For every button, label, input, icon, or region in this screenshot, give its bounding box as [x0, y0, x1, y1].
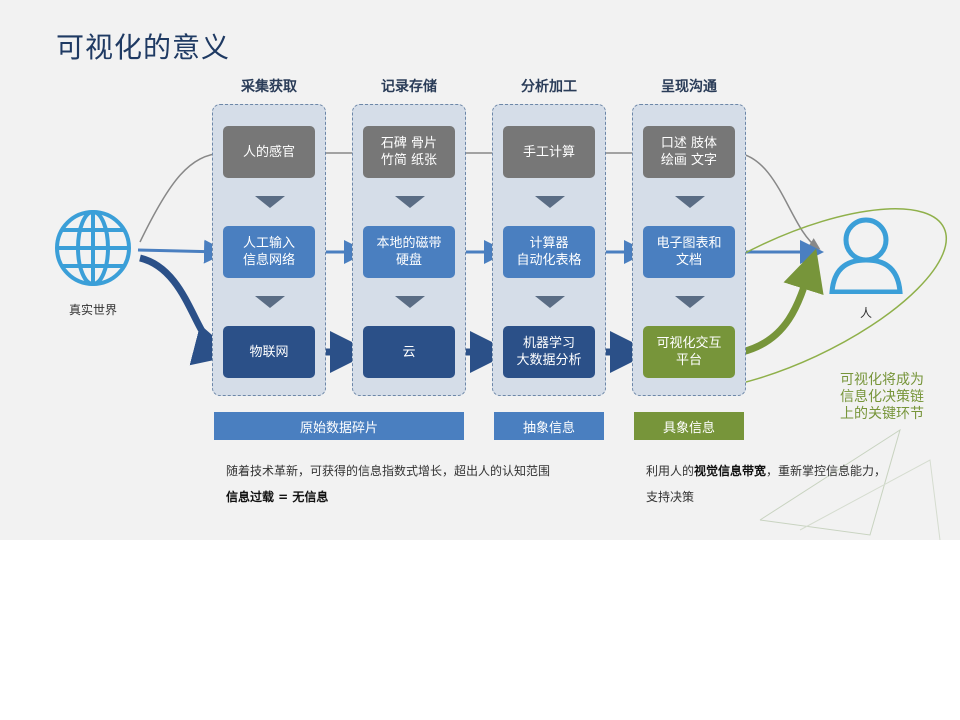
slide: 可视化的意义 — [0, 0, 960, 540]
person-label: 人 — [859, 306, 872, 320]
page-title: 可视化的意义 — [56, 31, 231, 64]
real-world-label: 真实世界 — [68, 303, 117, 317]
box-human-senses: 人的感官 — [223, 126, 315, 178]
box-oral-writing: 口述 肢体 绘画 文字 — [643, 126, 735, 178]
note-right-prefix: 利用人的 — [646, 464, 695, 478]
column-header-collect: 采集获取 — [241, 79, 297, 95]
column-header-analyze: 分析加工 — [521, 79, 577, 95]
box-local-tape: 本地的磁带 硬盘 — [363, 226, 455, 278]
note-left-line2: 信息过载 = 无信息 — [226, 490, 329, 504]
decorative-lines — [759, 428, 941, 540]
person-icon — [829, 217, 903, 294]
note-right-line2: 支持决策 — [646, 490, 695, 504]
note-right-bold: 视觉信息带宽 — [694, 464, 767, 478]
box-cloud: 云 — [363, 326, 455, 378]
box-visual-platform: 可视化交互 平台 — [643, 326, 735, 378]
box-electronic-charts: 电子图表和 文档 — [643, 226, 735, 278]
note-right-line1: 利用人的视觉信息带宽，重新掌控信息能力， — [646, 462, 886, 479]
column-header-present: 呈现沟通 — [661, 79, 717, 95]
band-concrete-info: 具象信息 — [634, 412, 744, 440]
down-triangles — [255, 196, 705, 308]
column-header-store: 记录存储 — [381, 79, 437, 95]
box-stone-paper: 石碑 骨片 竹简 纸张 — [363, 126, 455, 178]
box-manual-input: 人工输入 信息网络 — [223, 226, 315, 278]
globe-icon — [55, 210, 131, 286]
box-manual-calc: 手工计算 — [503, 126, 595, 178]
box-calculator: 计算器 自动化表格 — [503, 226, 595, 278]
note-left-line1: 随着技术革新，可获得的信息指数式增长，超出人的认知范围 — [226, 464, 551, 478]
note-right-suffix: ，重新掌控信息能力， — [766, 464, 887, 478]
callout-text: 可视化将成为 信息化决策链 上的关键环节 — [840, 372, 924, 422]
box-iot: 物联网 — [223, 326, 315, 378]
box-machine-learning: 机器学习 大数据分析 — [503, 326, 595, 378]
band-abstract-info: 抽象信息 — [494, 412, 604, 440]
band-raw-data: 原始数据碎片 — [214, 412, 464, 440]
